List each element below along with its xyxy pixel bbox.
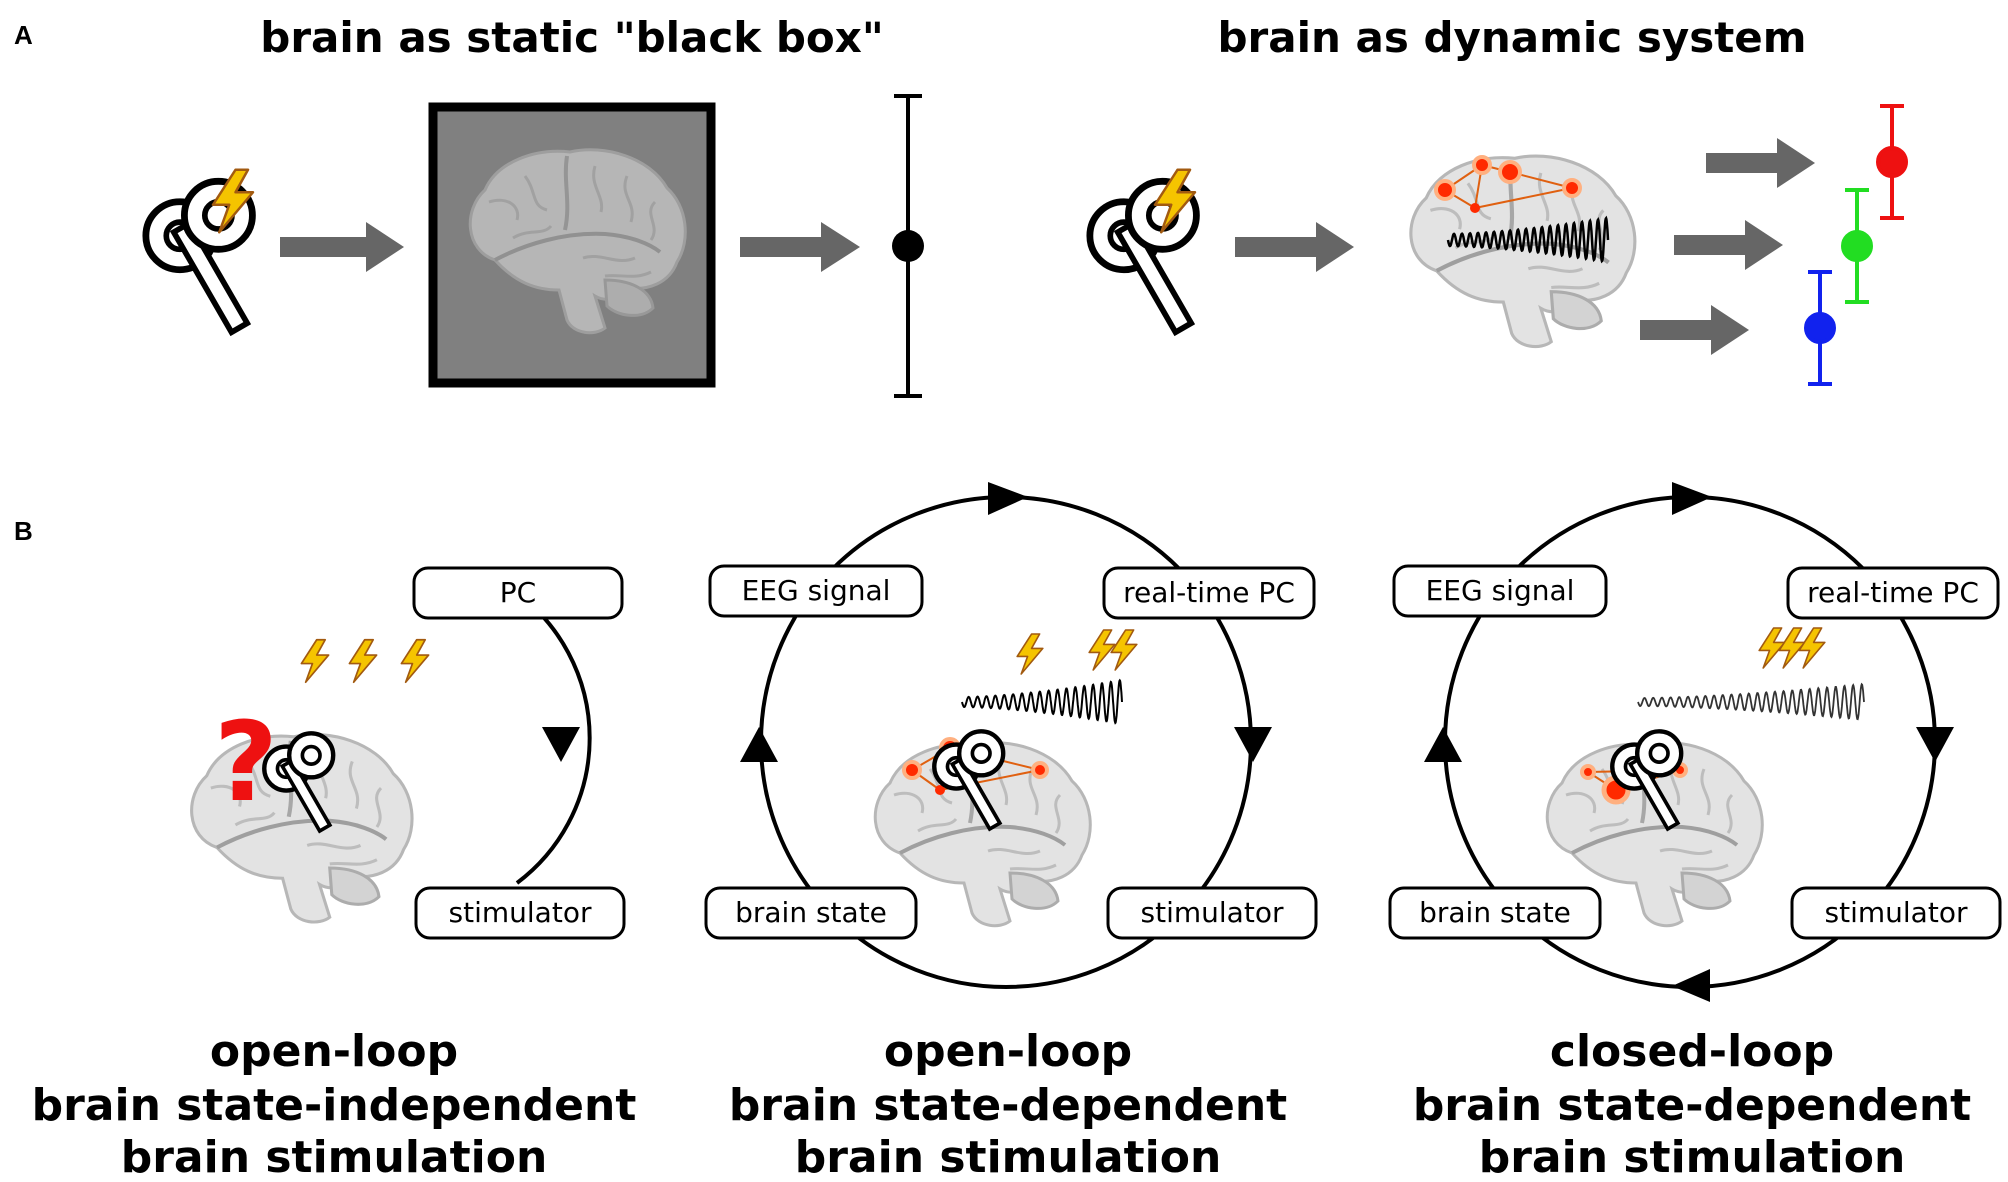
brain-state-box-label: brain state [735,896,887,929]
eeg-signal-box: EEG signal [708,564,924,618]
eeg-signal-box: EEG signal [1392,564,1608,618]
loop-arc [515,591,592,885]
arrow-box-to-outcome [740,222,860,272]
caption-line: brain stimulation [795,1132,1222,1182]
flow-arrowhead [1672,482,1712,515]
stimulator-box: stimulator [1790,886,2002,940]
stimulator-box: stimulator [414,886,626,940]
caption-col3: closed-loop brain state-dependent brain … [1413,1026,1971,1182]
panel-a-label: A [14,20,33,50]
caption-line: open-loop [884,1026,1132,1077]
flow-arrowhead [542,727,580,762]
realtime-pc-box: real-time PC [1102,566,1316,620]
arrow-to-red-outcome [1706,138,1815,188]
stimulator-box: stimulator [1106,886,1318,940]
brain-state-box: brain state [1388,886,1602,940]
stimulator-box-label: stimulator [1825,896,1968,929]
flow-arrowhead [1672,969,1710,1002]
oscillation-signal [1446,215,1610,264]
right-title: brain as dynamic system [1217,13,1806,62]
brain-state-box: brain state [704,886,918,940]
caption-line: brain stimulation [121,1132,548,1182]
caption-line: brain state-dependent [1413,1080,1971,1131]
outcome-errorbar [892,94,924,398]
caption-line: brain state-dependent [729,1080,1287,1131]
arrow-coil-to-box [280,222,404,272]
caption-line: closed-loop [1550,1026,1834,1077]
lightning-bolt-icon [1798,627,1826,669]
pc-box-label: PC [500,576,536,609]
stimulator-box-label: stimulator [449,896,592,929]
arrow-coil-to-brain [1235,222,1354,272]
flow-arrowhead [740,727,778,762]
arrow-to-green-outcome [1674,220,1783,270]
caption-line: brain stimulation [1479,1132,1906,1182]
caption-col2: open-loop brain state-dependent brain st… [729,1026,1287,1182]
flow-arrowhead [1234,727,1272,762]
green-outcome-errorbar [1841,188,1873,304]
realtime-pc-box: real-time PC [1786,566,2000,620]
caption-col1: open-loop brain state-independent brain … [32,1026,637,1182]
eeg-signal-box-label: EEG signal [742,574,891,607]
caption-line: open-loop [210,1026,458,1077]
blue-outcome-errorbar [1804,270,1836,386]
lightning-bolt-icon [348,638,378,684]
flow-arrowhead [1424,727,1462,762]
caption-line: brain state-independent [32,1080,637,1131]
red-outcome-errorbar [1876,104,1908,220]
panel-b-label: B [14,516,33,546]
left-title: brain as static "black box" [260,13,883,62]
eeg-signal-box-label: EEG signal [1426,574,1575,607]
pc-box: PC [412,566,624,620]
realtime-pc-box-label: real-time PC [1807,576,1979,609]
brain-state-box-label: brain state [1419,896,1571,929]
realtime-pc-box-label: real-time PC [1123,576,1295,609]
network-nodes [1434,155,1582,213]
lightning-bolt-icon [300,638,330,684]
arrow-to-blue-outcome [1640,305,1749,355]
oscillation-signal [1637,682,1865,721]
lightning-bolt-icon [400,638,430,684]
lightning-bolt-icon [1110,629,1138,671]
lightning-bolt-icon [1016,633,1044,675]
flow-arrowhead [988,482,1028,515]
lightning-bolt-icon [1088,629,1116,671]
flow-arrowhead [1916,727,1954,762]
stimulator-box-label: stimulator [1141,896,1284,929]
oscillation-signal [961,678,1123,725]
